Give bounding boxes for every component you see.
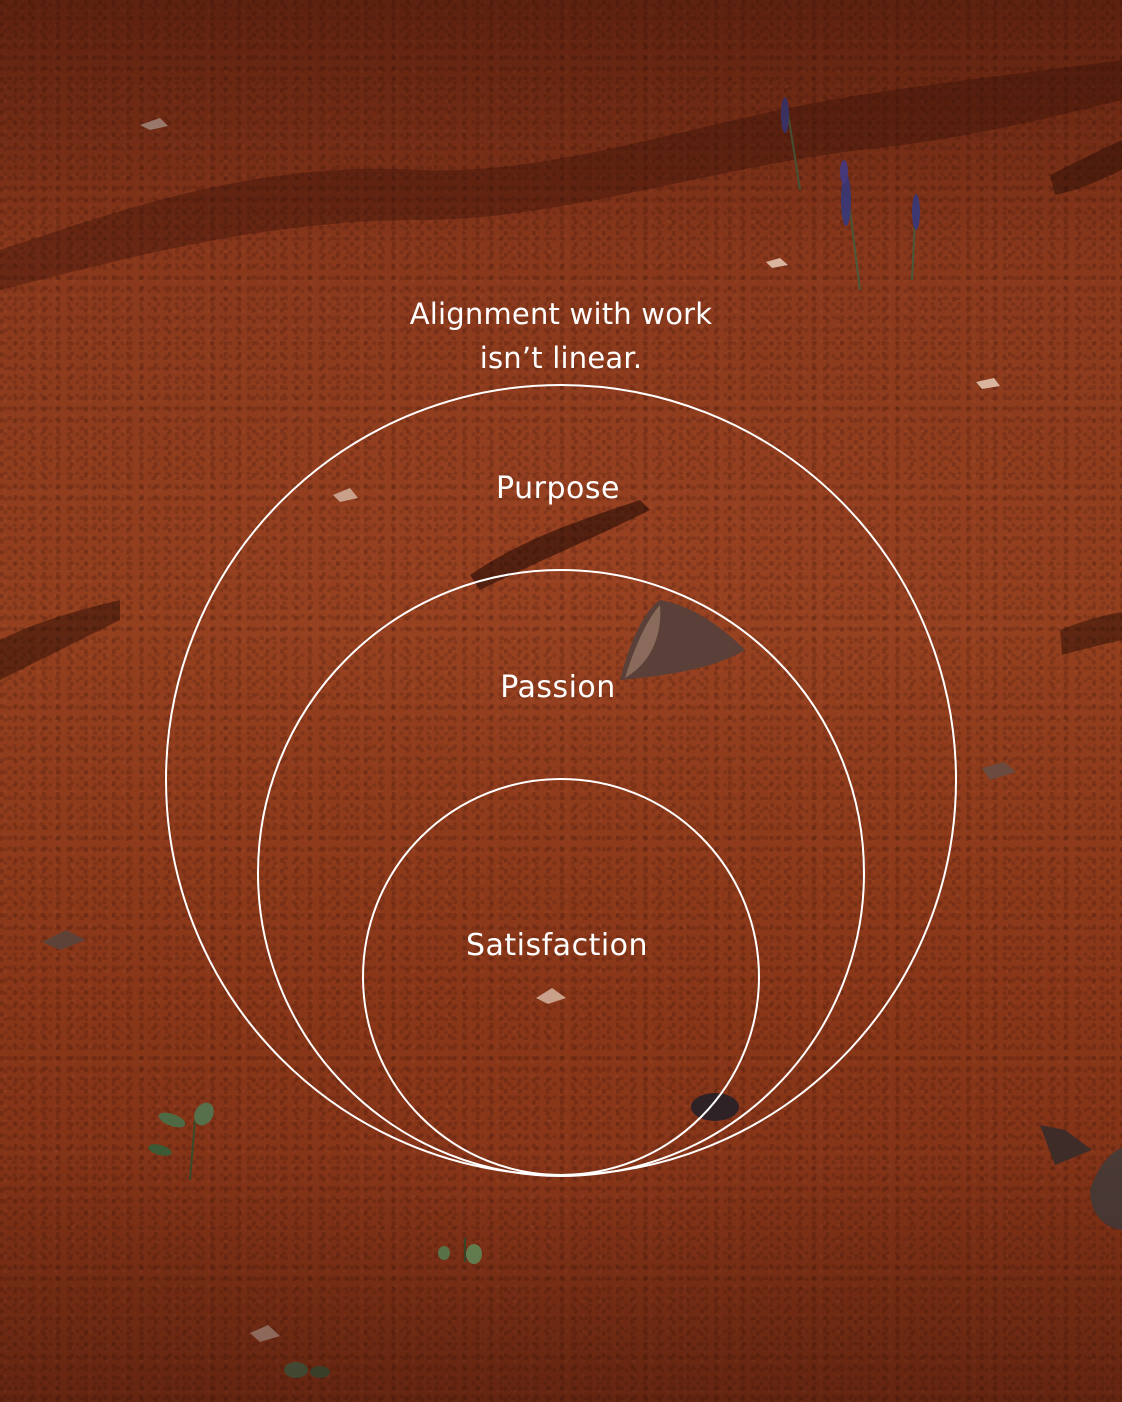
soil-furrow: [1060, 612, 1122, 655]
flower-icon: [781, 97, 801, 191]
heading-line-2: isn’t linear.: [479, 341, 643, 375]
rock-icon: [1040, 1125, 1092, 1165]
rock-icon: [766, 258, 788, 268]
rock-icon: [333, 488, 358, 502]
purpose-label: Purpose: [496, 471, 620, 506]
passion-circle: [257, 569, 865, 1177]
rock-icon: [1090, 1148, 1122, 1230]
poster-heading: Alignment with work isn’t linear.: [311, 292, 811, 380]
passion-label: Passion: [500, 670, 616, 705]
satisfaction-label: Satisfaction: [465, 928, 649, 963]
rock-icon: [140, 118, 168, 130]
plant-icon: [148, 1102, 214, 1181]
plant-icon: [284, 1362, 330, 1378]
rock-icon: [976, 378, 1000, 389]
heading-line-1: Alignment with work: [409, 297, 713, 331]
rock-icon: [982, 762, 1016, 780]
soil-furrow: [0, 600, 120, 680]
soil-furrow: [470, 500, 650, 590]
flower-icon: [911, 194, 920, 281]
satisfaction-circle: [362, 778, 760, 1176]
rock-icon: [250, 1325, 280, 1342]
rock-icon: [42, 930, 86, 950]
soil-furrow: [0, 60, 1122, 290]
flower-icon: [840, 160, 861, 291]
soil-furrow: [1050, 140, 1122, 195]
rock-icon: [625, 605, 661, 678]
rock-icon: [536, 988, 566, 1004]
plant-icon: [438, 1238, 482, 1264]
